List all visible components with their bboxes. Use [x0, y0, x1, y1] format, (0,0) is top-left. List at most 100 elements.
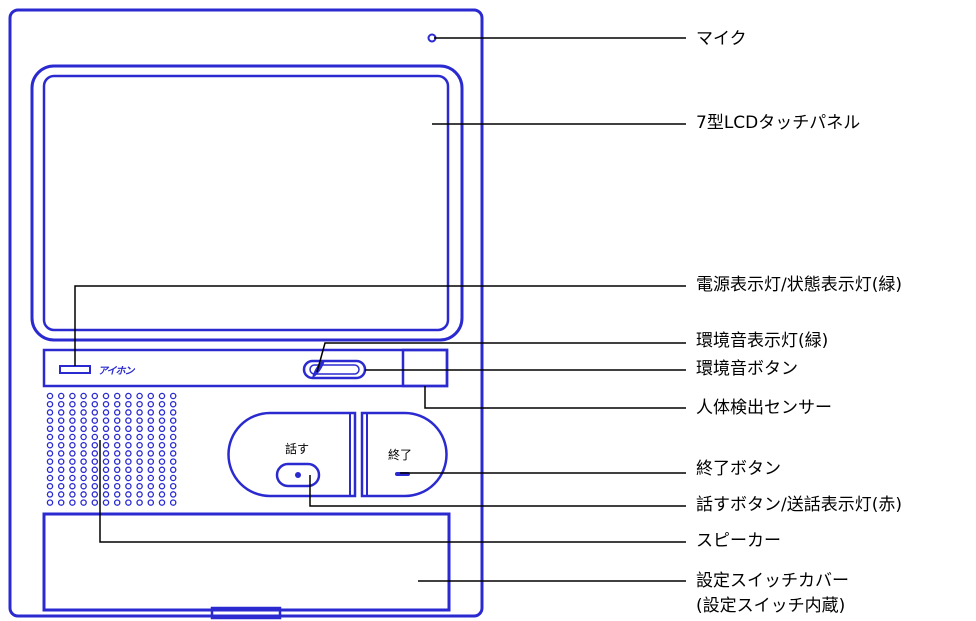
- speaker-hole: [102, 474, 110, 482]
- leader-line: [99, 440, 686, 543]
- speaker-hole: [46, 491, 54, 498]
- end-button[interactable]: [360, 411, 448, 498]
- brand-logo: アイホン: [98, 366, 134, 377]
- speaker-hole: [91, 433, 99, 441]
- speaker-hole: [113, 474, 121, 482]
- leader-line: [424, 386, 686, 409]
- speaker-hole: [158, 466, 166, 474]
- speaker-hole: [125, 417, 132, 424]
- speaker-hole: [113, 400, 121, 408]
- speaker-hole: [125, 499, 132, 506]
- speaker-hole: [69, 425, 76, 433]
- speaker-hole: [158, 409, 166, 416]
- speaker-hole: [113, 417, 121, 424]
- speaker-hole: [147, 392, 155, 400]
- speaker-hole: [69, 491, 76, 498]
- speaker-hole: [125, 450, 132, 457]
- setting-cover[interactable]: [42, 512, 451, 612]
- speaker-hole: [57, 499, 65, 506]
- speaker-hole: [113, 441, 121, 449]
- speaker-hole: [147, 400, 155, 408]
- power-led: [59, 365, 91, 374]
- speaker-hole: [113, 482, 121, 490]
- speaker-hole: [158, 417, 166, 424]
- speaker-hole: [158, 450, 166, 457]
- speaker-hole: [57, 425, 65, 433]
- cover-tab: [210, 606, 282, 620]
- speaker-hole: [80, 433, 87, 441]
- talk-button-label: 話す: [285, 442, 310, 456]
- speaker-hole: [125, 482, 132, 490]
- speaker-hole: [91, 499, 99, 506]
- speaker-hole: [69, 392, 76, 400]
- speaker-hole: [125, 392, 132, 400]
- speaker-hole: [102, 450, 110, 457]
- speaker-hole: [113, 499, 121, 506]
- speaker-hole: [102, 458, 110, 465]
- talk-button[interactable]: [227, 411, 357, 498]
- ambient-button-inner: [309, 364, 360, 375]
- label-cover-sub: (設定スイッチ内蔵): [696, 596, 846, 616]
- speaker-hole: [102, 425, 110, 433]
- speaker-hole: [69, 482, 76, 490]
- speaker-hole: [136, 499, 143, 506]
- speaker-hole: [169, 417, 177, 424]
- speaker-hole: [91, 417, 99, 424]
- speaker-hole: [91, 392, 99, 400]
- talk-indicator-dot: [295, 472, 301, 478]
- speaker-hole: [46, 400, 54, 408]
- label-talk-button: 話すボタン/送話表示灯(赤): [696, 495, 902, 515]
- speaker-hole: [102, 400, 110, 408]
- speaker-hole: [125, 433, 132, 441]
- speaker-hole: [80, 417, 87, 424]
- speaker-hole: [125, 409, 132, 416]
- speaker-hole: [102, 409, 110, 416]
- speaker-hole: [147, 425, 155, 433]
- speaker-hole: [102, 417, 110, 424]
- speaker-hole: [158, 400, 166, 408]
- speaker-hole: [169, 482, 177, 490]
- lcd-frame: [30, 64, 464, 342]
- speaker-hole: [102, 482, 110, 490]
- speaker-hole: [147, 466, 155, 474]
- end-button-label: 終了: [388, 448, 413, 462]
- speaker-hole: [91, 482, 99, 490]
- device-body: [8, 8, 484, 618]
- speaker-hole: [80, 409, 87, 416]
- label-ambient-button: 環境音ボタン: [696, 359, 798, 379]
- speaker-hole: [169, 400, 177, 408]
- speaker-hole: [136, 392, 143, 400]
- label-ambient-led: 環境音表示灯(緑): [696, 331, 829, 351]
- speaker-hole: [147, 491, 155, 498]
- speaker-hole: [125, 466, 132, 474]
- speaker-hole: [91, 400, 99, 408]
- motion-sensor-window: [401, 348, 449, 388]
- speaker-hole: [57, 409, 65, 416]
- speaker-hole: [169, 433, 177, 441]
- leader-line: [74, 285, 686, 366]
- speaker-hole: [57, 491, 65, 498]
- speaker-hole: [113, 433, 121, 441]
- speaker-hole: [102, 392, 110, 400]
- speaker-hole: [80, 491, 87, 498]
- speaker-hole: [158, 458, 166, 465]
- speaker-hole: [169, 450, 177, 457]
- speaker-hole: [69, 450, 76, 457]
- speaker-hole: [147, 499, 155, 506]
- talk-indicator: [275, 462, 321, 488]
- speaker-hole: [69, 417, 76, 424]
- speaker-hole: [125, 458, 132, 465]
- speaker-hole: [113, 425, 121, 433]
- speaker-hole: [46, 466, 54, 474]
- speaker-hole: [91, 466, 99, 474]
- speaker-hole: [91, 450, 99, 457]
- speaker-hole: [80, 441, 87, 449]
- speaker-hole: [91, 491, 99, 498]
- speaker-hole: [91, 458, 99, 465]
- speaker-hole: [80, 450, 87, 457]
- speaker-hole: [136, 466, 143, 474]
- label-lcd: 7型LCDタッチパネル: [696, 113, 861, 133]
- speaker-hole: [136, 450, 143, 457]
- speaker-hole: [158, 491, 166, 498]
- speaker-hole: [125, 425, 132, 433]
